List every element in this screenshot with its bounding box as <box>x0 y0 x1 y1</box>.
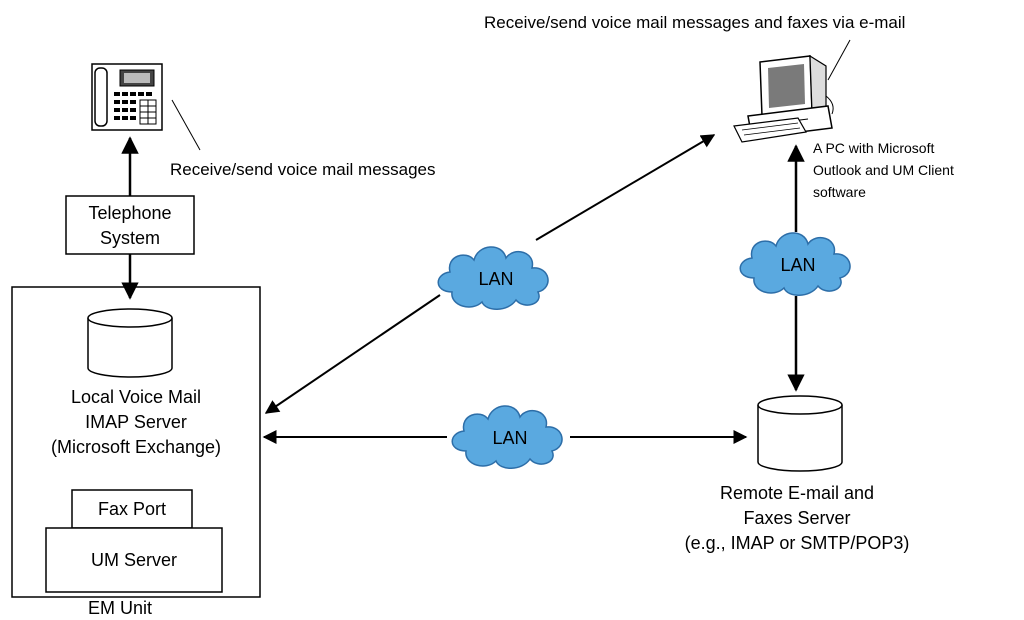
pc-description-1: A PC with Microsoft <box>813 140 934 156</box>
telephone-icon <box>91 63 163 131</box>
telephone-system-label-1: Telephone <box>88 203 171 223</box>
local-server-label-2: IMAP Server <box>85 412 187 432</box>
remote-server-label-1: Remote E-mail and <box>720 483 874 503</box>
lan-label-right: LAN <box>780 255 815 275</box>
phone-caption-leader <box>171 99 201 151</box>
fax-port-label: Fax Port <box>98 499 166 519</box>
pc-description-3: software <box>813 184 866 200</box>
lan-cloud-right: LAN <box>739 232 851 297</box>
em-unit-label: EM Unit <box>88 598 152 618</box>
pc-caption-leader <box>827 39 851 81</box>
local-server-label-3: (Microsoft Exchange) <box>51 437 221 457</box>
lan-cloud-upper-left: LAN <box>437 246 549 311</box>
local-server-label-1: Local Voice Mail <box>71 387 201 407</box>
lan-label-lower: LAN <box>492 428 527 448</box>
phone-caption: Receive/send voice mail messages <box>170 160 436 179</box>
em-pc-arrow-lower <box>264 294 441 414</box>
remote-server-label-2: Faxes Server <box>743 508 850 528</box>
lan-label-upper-left: LAN <box>478 269 513 289</box>
remote-server-cylinder-icon <box>757 395 843 472</box>
computer-icon <box>733 54 834 143</box>
remote-server-label-3: (e.g., IMAP or SMTP/POP3) <box>685 533 910 553</box>
um-server-label: UM Server <box>91 550 177 570</box>
um-server-box <box>45 527 223 593</box>
pc-caption: Receive/send voice mail messages and fax… <box>484 13 905 32</box>
local-server-cylinder-icon <box>87 308 173 378</box>
telephone-system-box <box>65 195 195 255</box>
pc-description-2: Outlook and UM Client <box>813 162 954 178</box>
em-unit-box <box>11 286 261 598</box>
em-pc-arrow-upper <box>535 134 716 241</box>
lan-cloud-lower: LAN <box>451 405 563 470</box>
telephone-system-label-2: System <box>100 228 160 248</box>
